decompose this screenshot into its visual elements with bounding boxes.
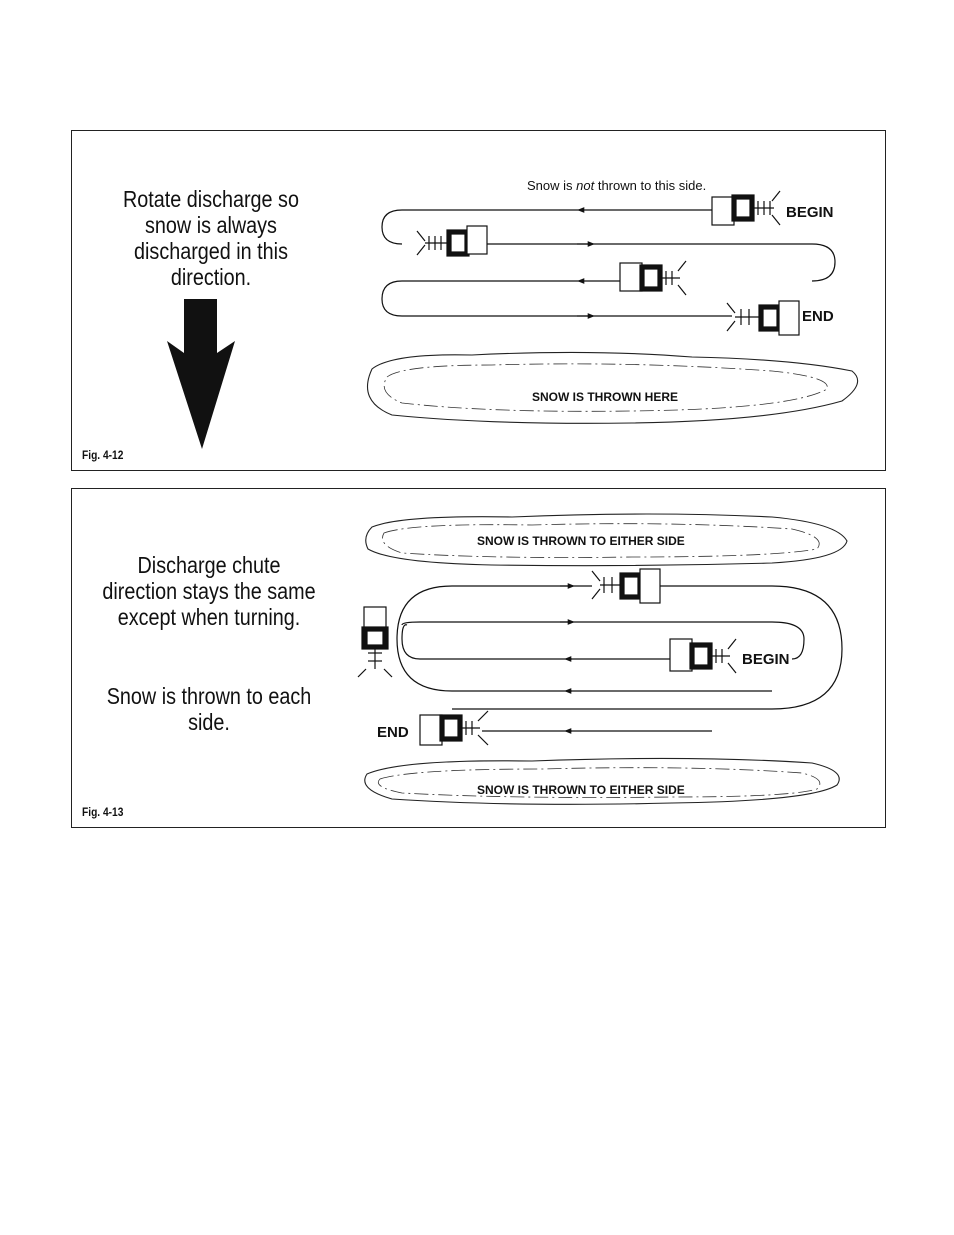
end-label: END <box>802 308 834 325</box>
snow-band-top <box>365 513 848 567</box>
travel-path <box>396 583 843 734</box>
snow-band-bottom <box>364 757 840 805</box>
figure-label: Fig. 4-13 <box>82 805 124 819</box>
top-note: Snow is not thrown to this side. <box>527 178 706 193</box>
begin-label: BEGIN <box>786 204 834 221</box>
snowblower-icon <box>669 638 737 674</box>
figure-caption: Discharge chute direction stays the same… <box>102 552 316 630</box>
snowblower-icon <box>419 710 489 746</box>
snow-path-diagram: SNOW IS THROWN TO EITHER SIDE <box>357 513 848 805</box>
begin-label: BEGIN <box>742 651 790 668</box>
end-label: END <box>377 724 409 741</box>
snowblower-icon <box>416 225 488 257</box>
figure-caption-secondary: Snow is thrown to each side. <box>106 683 312 735</box>
snowblower-icon <box>726 300 800 336</box>
snow-band-bottom-label: SNOW IS THROWN TO EITHER SIDE <box>477 783 685 797</box>
figure-label: Fig. 4-12 <box>82 448 124 462</box>
snowblower-icon <box>711 190 781 226</box>
snow-band-label: SNOW IS THROWN HERE <box>532 390 678 404</box>
figure-caption: Rotate discharge so snow is always disch… <box>123 186 299 290</box>
snow-band <box>367 351 859 424</box>
snow-path-diagram: Snow is not thrown to this side. <box>167 178 859 449</box>
snowblower-icon <box>357 606 393 678</box>
figure-4-12: Rotate discharge so snow is always disch… <box>71 130 886 471</box>
travel-path <box>381 207 836 319</box>
figure-4-13: Discharge chute direction stays the same… <box>71 488 886 828</box>
snowblower-icon <box>591 568 661 604</box>
snowblower-icon <box>619 260 687 296</box>
snow-band-top-label: SNOW IS THROWN TO EITHER SIDE <box>477 534 685 548</box>
down-arrow-icon <box>167 299 235 449</box>
